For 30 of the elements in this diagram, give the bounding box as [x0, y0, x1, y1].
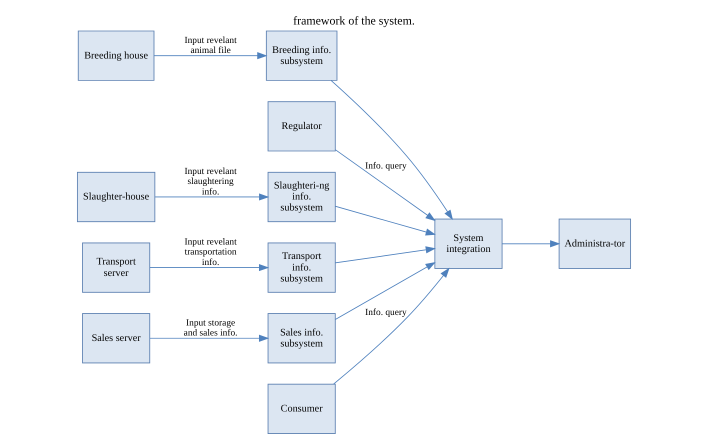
node-box: Transport server [82, 242, 150, 293]
node-box: Breeding house [78, 30, 154, 81]
node-box: Slaughter-house [76, 172, 156, 222]
arrow [335, 206, 436, 236]
edge-label: Input revelant slaughtering info. [184, 166, 237, 198]
edge-label: Info. query [365, 162, 407, 172]
node-box: Consumer [268, 384, 336, 434]
arrow [154, 52, 268, 60]
arrow [502, 240, 560, 248]
edge-label: Info. query [365, 308, 407, 318]
arrow [330, 80, 453, 220]
caption: framework of the system. [293, 13, 415, 28]
arrow [335, 246, 436, 264]
node-box: Transport info. subsystem [268, 242, 336, 293]
arrow [333, 268, 450, 384]
node-box: Sales info. subsystem [268, 313, 336, 364]
node-box: Administra-tor [558, 218, 632, 269]
node-box: System integration [434, 218, 502, 269]
arrow [149, 334, 270, 342]
arrow [154, 193, 270, 201]
edge-label: Input revelant animal file [184, 36, 237, 56]
arrow [149, 264, 270, 272]
edge-label: Input storage and sales info. [184, 318, 238, 339]
edge-label: Input revelant transportation info. [184, 237, 237, 268]
node-box: Regulator [268, 101, 336, 152]
node-box: Breeding info. subsystem [266, 30, 338, 81]
node-box: Sales server [82, 313, 150, 364]
arrow [335, 262, 436, 320]
arrow [335, 149, 436, 222]
node-box: Slaughteri-ng info. subsystem [268, 172, 336, 222]
